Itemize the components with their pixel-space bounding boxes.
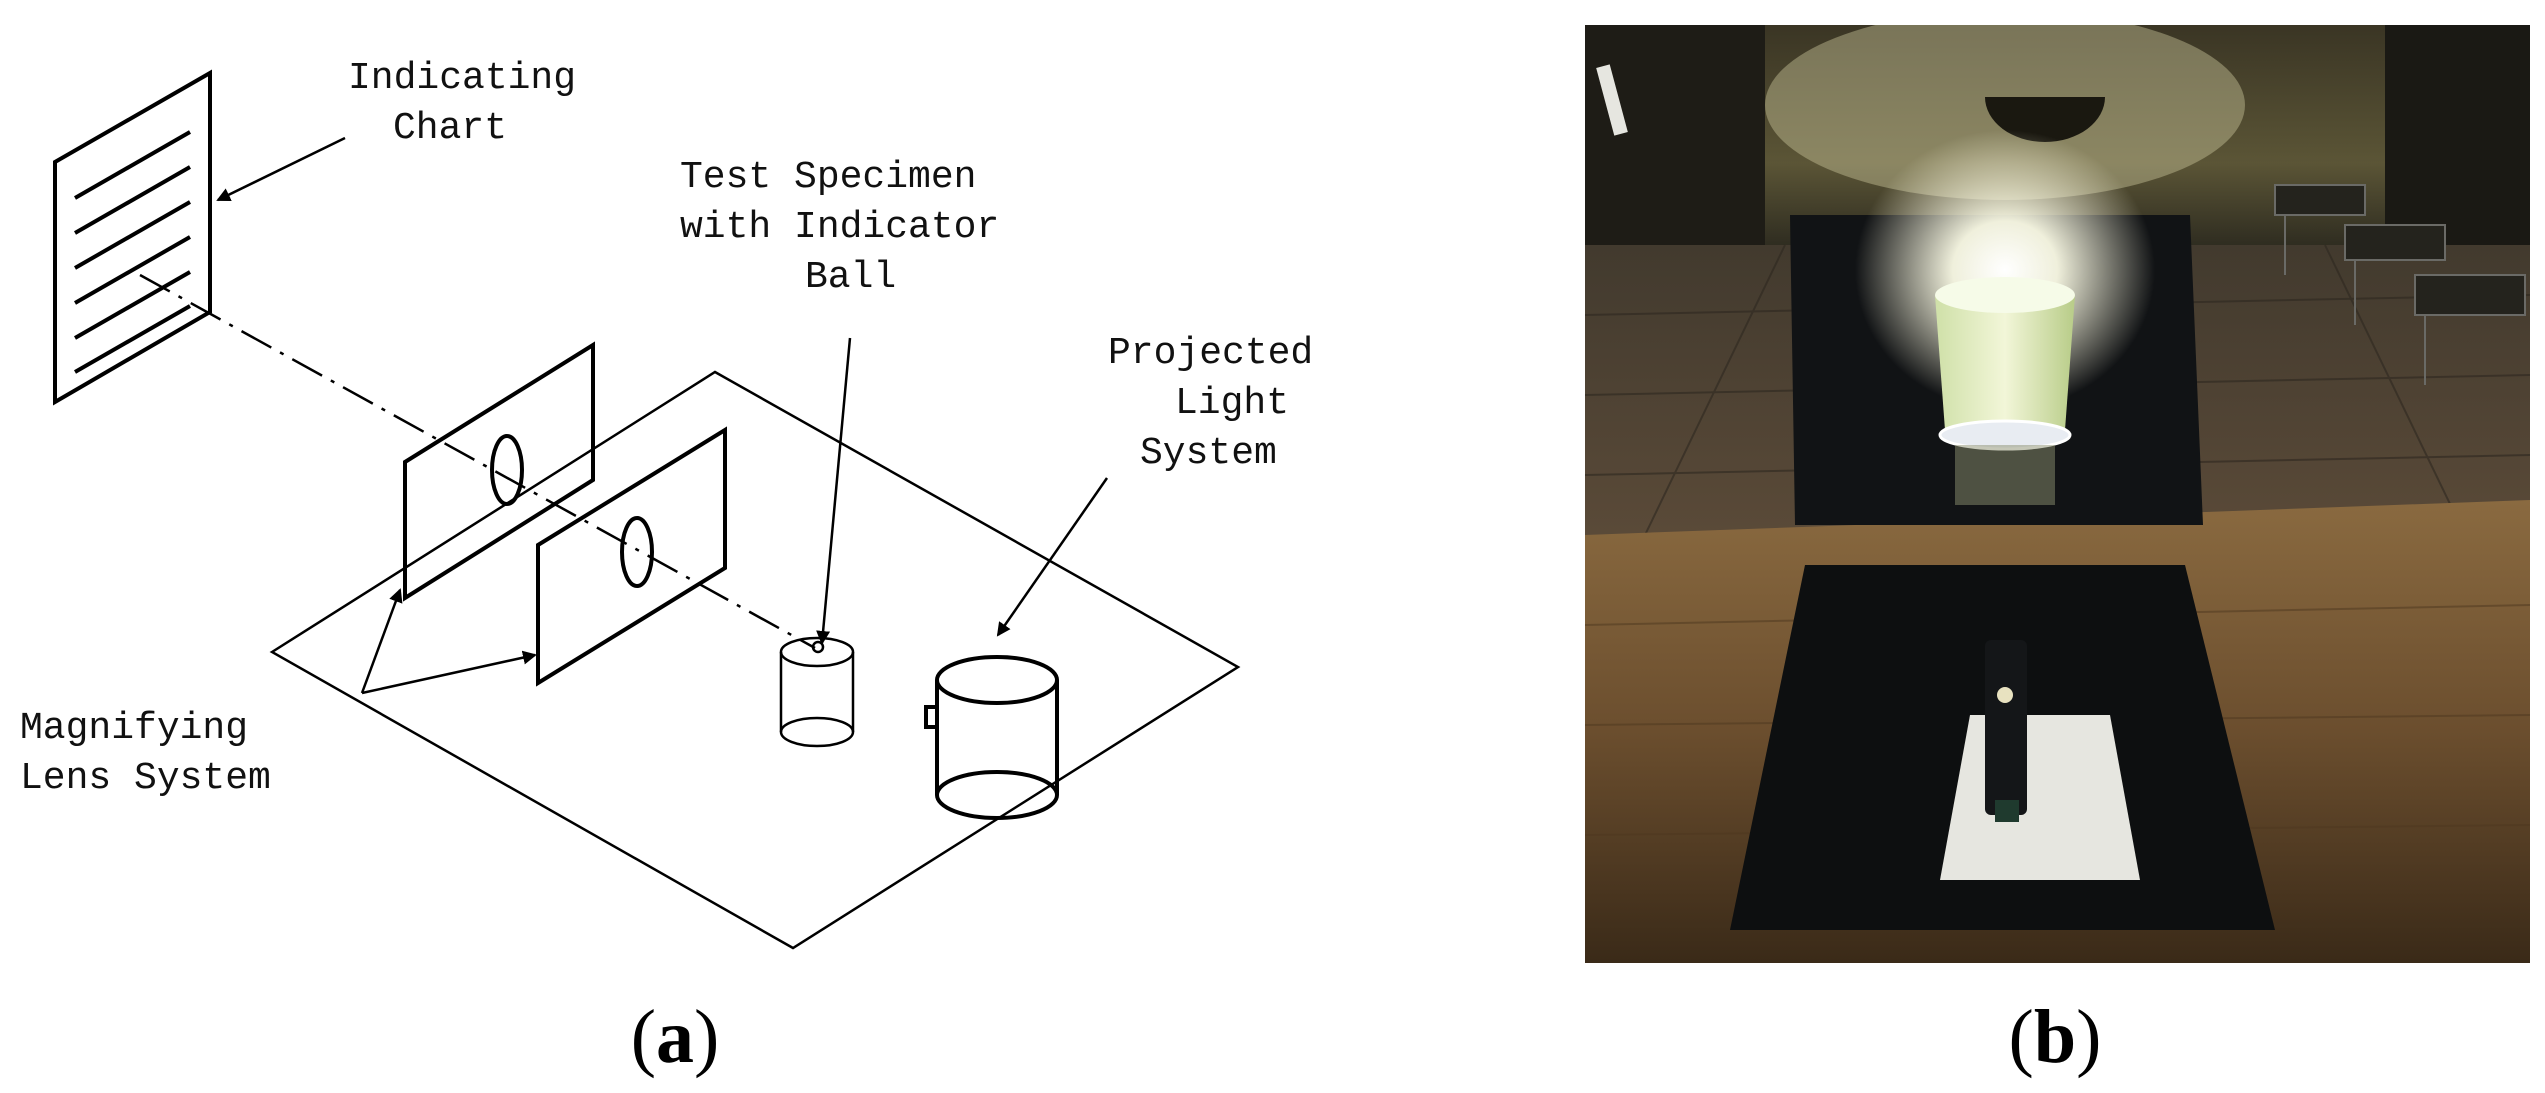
lens-panel-1 <box>403 341 595 602</box>
photo-glass-specimen <box>1935 277 2075 505</box>
projected-light-cylinder <box>924 655 1059 820</box>
caption-b: (b) <box>2009 995 2102 1079</box>
label-indicating-chart-line2: Chart <box>393 107 507 150</box>
panel-b-photo: (b) <box>1585 25 2530 1079</box>
photo-flashlight <box>1985 640 2027 822</box>
photo-light-glow <box>1855 130 2155 410</box>
arrow-projected-light <box>996 477 1109 637</box>
arrow-lens-2 <box>361 650 537 695</box>
test-specimen-cylinder <box>779 636 855 748</box>
label-magnifying-lens-line1: Magnifying <box>20 707 248 750</box>
label-projected-light-line1: Projected <box>1108 332 1313 375</box>
arrow-test-specimen <box>816 337 852 645</box>
label-projected-light-line3: System <box>1140 432 1277 475</box>
arrow-indicating-chart <box>216 136 346 202</box>
label-magnifying-lens-line2: Lens System <box>20 757 271 800</box>
label-test-specimen-line3: Ball <box>805 256 896 299</box>
photo-white-card <box>1940 715 2140 880</box>
lens-panel-2 <box>536 426 727 687</box>
optical-axis <box>139 273 816 650</box>
caption-a: (a) <box>631 995 720 1079</box>
indicating-chart <box>53 69 212 406</box>
label-test-specimen-line2: with Indicator <box>680 206 999 249</box>
panel-a-diagram: Indicating Chart Test Specimen with Indi… <box>20 57 1313 1079</box>
base-platform <box>269 370 1241 950</box>
label-test-specimen-line1: Test Specimen <box>680 156 976 199</box>
label-indicating-chart-line1: Indicating <box>348 57 576 100</box>
label-projected-light-line2: Light <box>1175 382 1289 425</box>
arrow-lens-1 <box>360 588 403 694</box>
